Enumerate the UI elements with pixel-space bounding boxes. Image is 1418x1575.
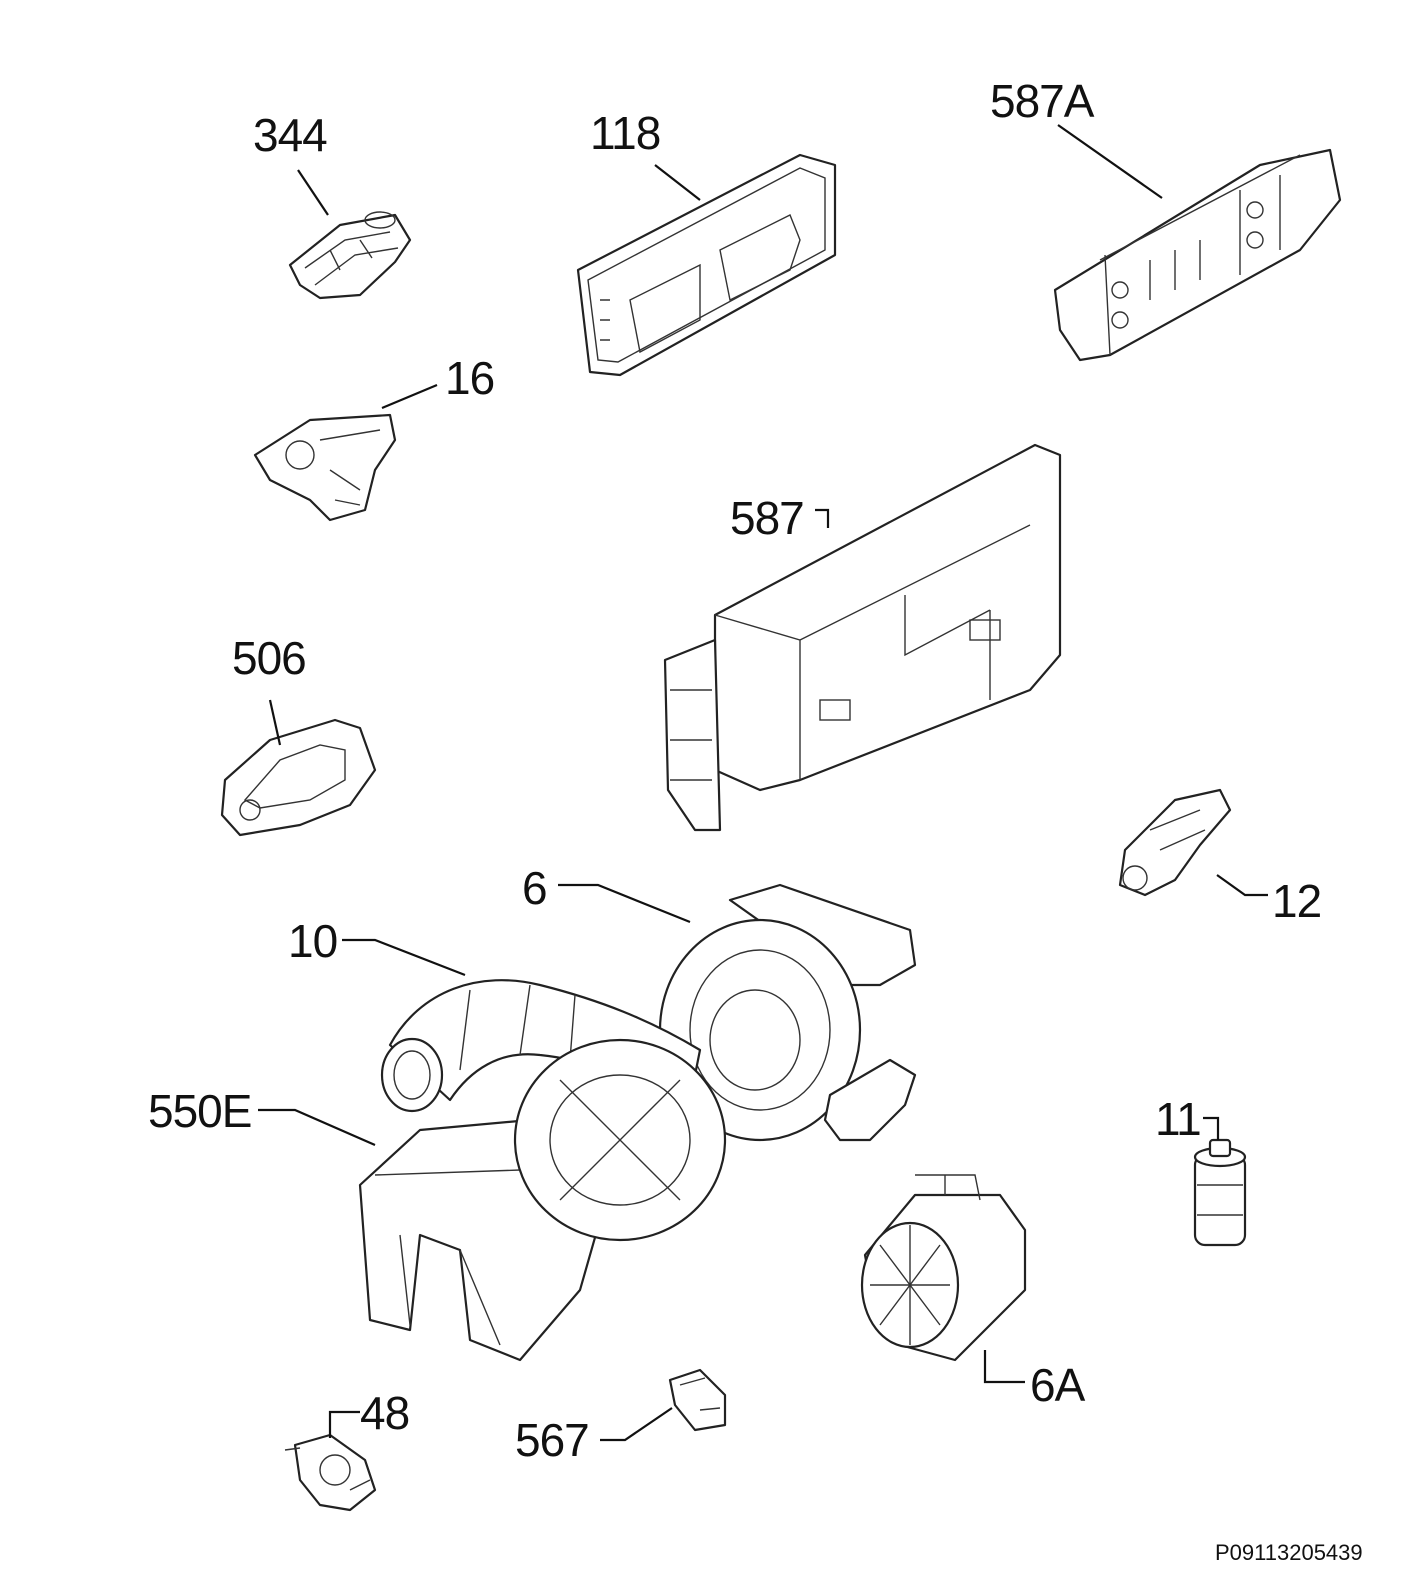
leader-10 [342, 938, 466, 977]
leader-587a [1057, 124, 1163, 199]
leader-6 [558, 883, 691, 924]
label-6a: 6A [1030, 1359, 1085, 1411]
part-506-drawing [220, 718, 377, 837]
label-587: 587 [730, 492, 805, 544]
leader-6a [983, 1350, 1025, 1384]
part-16-drawing [253, 413, 397, 522]
label-11: 11 [1155, 1093, 1202, 1145]
label-587a: 587A [990, 75, 1094, 127]
leader-344 [297, 169, 329, 216]
part-587a-drawing [1053, 148, 1342, 362]
label-12: 12 [1272, 875, 1322, 927]
drawing-code: P09113205439 [1215, 1540, 1363, 1565]
part-587-drawing [663, 443, 1062, 832]
label-118: 118 [590, 107, 661, 159]
leader-506 [268, 699, 282, 746]
leader-118 [654, 164, 701, 201]
part-550e-drawing [358, 1038, 727, 1362]
part-118-drawing [576, 153, 837, 377]
part-48-drawing [284, 1433, 377, 1512]
label-16: 16 [445, 352, 495, 404]
label-550e: 550E [148, 1085, 252, 1137]
part-344-drawing [288, 211, 412, 300]
leader-11 [1203, 1116, 1220, 1140]
part-567-drawing [668, 1368, 727, 1432]
part-12-drawing [1118, 788, 1232, 897]
leader-567 [600, 1407, 673, 1442]
leader-48 [328, 1410, 360, 1438]
leader-16 [381, 383, 438, 410]
part-11-drawing [1193, 1138, 1247, 1247]
part-6-drawing [658, 883, 917, 1142]
part-6a-drawing [860, 1174, 1027, 1362]
leader-550e [258, 1108, 376, 1147]
label-344: 344 [253, 109, 328, 161]
label-567: 567 [515, 1414, 590, 1466]
label-6: 6 [522, 862, 548, 914]
label-48: 48 [360, 1387, 410, 1439]
leader-12 [1216, 874, 1268, 897]
leader-lines [258, 124, 1268, 1442]
label-506: 506 [232, 632, 307, 684]
label-10: 10 [288, 915, 338, 967]
leader-587 [815, 508, 830, 528]
